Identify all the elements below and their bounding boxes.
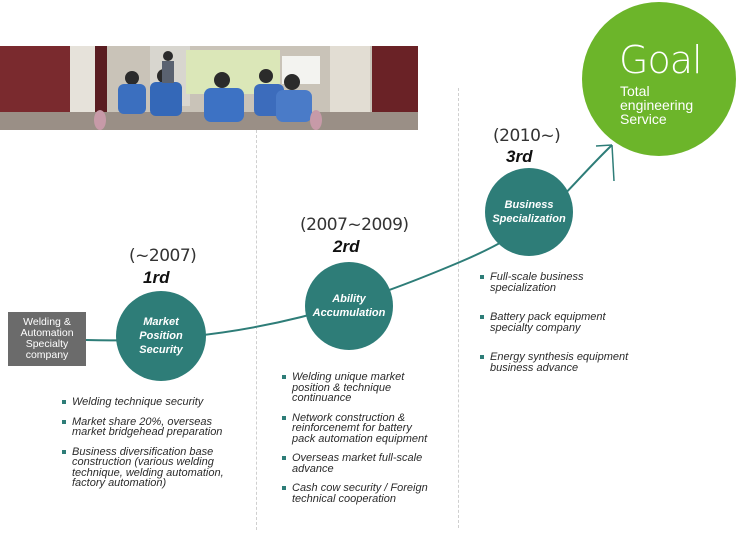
stage-rank: 1rd: [143, 268, 170, 287]
stage-rank: 2rd: [333, 237, 360, 256]
stage-circle-market-position-security: Market Position Security: [116, 291, 206, 381]
list-item: Battery pack equipment specialty company: [480, 312, 655, 333]
goal-title: Goal: [619, 38, 703, 82]
column-divider: [458, 88, 459, 528]
stage-period: (2007~2009): [300, 215, 409, 235]
stage-2-bullets: Welding unique market position & techniq…: [282, 372, 457, 513]
stage-circle-business-specialization: Business Specialization: [485, 168, 573, 256]
arrow-head: [595, 144, 613, 147]
column-divider: [256, 130, 257, 530]
list-item: Energy synthesis equipment business adva…: [480, 352, 655, 373]
list-item: Overseas market full-scale advance: [282, 453, 457, 474]
list-item: Full-scale business specialization: [480, 272, 655, 293]
arrow-head: [611, 144, 615, 182]
goal-circle: Goal Total engineering Service: [582, 2, 736, 156]
goal-subtitle: Total engineering Service: [620, 83, 694, 127]
stage-1-bullets: Welding technique security Market share …: [62, 397, 257, 498]
list-item: Welding unique market position & techniq…: [282, 372, 457, 404]
stage-period: (~2007): [129, 246, 197, 266]
list-item: Welding technique security: [62, 397, 257, 408]
list-item: Market share 20%, overseas market bridge…: [62, 416, 257, 438]
team-photo: [0, 46, 418, 130]
list-item: Network construction & reinforcenemt for…: [282, 412, 457, 444]
list-item: Cash cow security / Foreign technical co…: [282, 483, 457, 504]
stage-circle-ability-accumulation: Ability Accumulation: [305, 262, 393, 350]
stage-rank: 3rd: [506, 147, 533, 166]
stage-period: (2010~): [493, 126, 561, 146]
start-box: Welding & Automation Specialty company: [8, 312, 86, 366]
list-item: Business diversification base constructi…: [62, 446, 257, 489]
stage-3-bullets: Full-scale business specialization Batte…: [480, 272, 655, 382]
